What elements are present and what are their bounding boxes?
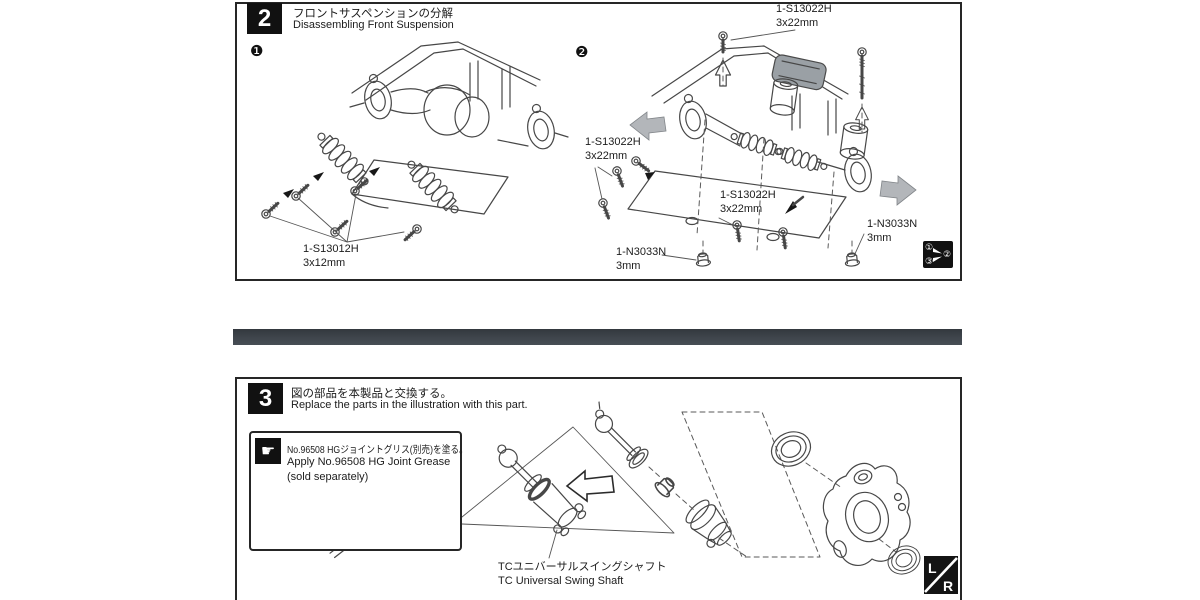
step3-number-badge: 3 (248, 383, 283, 414)
hand-glyph: ☛ (260, 443, 276, 460)
lr-right-letter: R (943, 578, 953, 594)
grease-note-ja: No.96508 HGジョイントグリス(別売)を塗る。 (287, 445, 468, 456)
subdiagram-2-marker: ❷ (575, 44, 589, 61)
grease-note-en-line1: Apply No.96508 HG Joint Grease (287, 456, 451, 468)
section-divider-bar (233, 329, 962, 345)
order-arrows-icon (933, 248, 942, 262)
order-step-1: ① (925, 242, 934, 252)
step2-title-en: Disassembling Front Suspension (293, 19, 454, 31)
step2-title-ja: フロントサスペンションの分解 (293, 8, 453, 20)
assembly-order-icon: ① ③ ② (923, 241, 953, 268)
grease-note-en-line2: (sold separately) (287, 471, 369, 483)
order-step-2: ② (943, 249, 952, 259)
step2-number-badge: 2 (247, 3, 282, 34)
grease-note-box (249, 431, 462, 551)
step3-title-en: Replace the parts in the illustration wi… (291, 399, 528, 411)
subdiagram-1-marker: ❶ (250, 43, 264, 60)
order-step-3: ③ (925, 256, 934, 266)
left-right-mark: L R (924, 556, 958, 599)
step3-title-ja: 図の部品を本製品と交換する。 (291, 388, 452, 400)
pointing-hand-icon: ☛ (255, 438, 281, 464)
lr-left-letter: L (928, 560, 937, 576)
